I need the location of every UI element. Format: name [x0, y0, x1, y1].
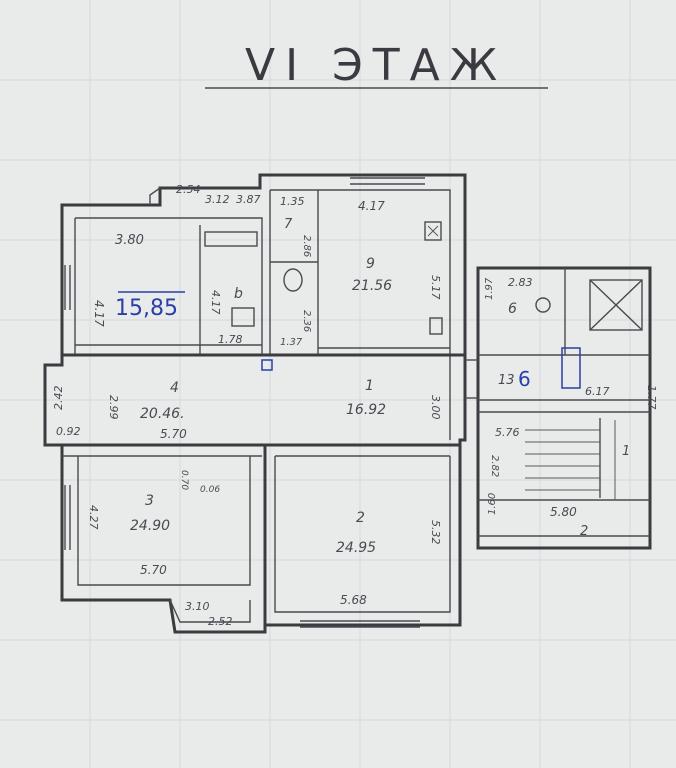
fixtures	[204, 221, 551, 335]
room-2-right-label: 2	[580, 524, 588, 539]
walls	[43, 173, 467, 634]
room-2-area: 24.95	[336, 540, 376, 556]
room-b-dim-2: 1.78	[218, 333, 243, 346]
room-3-bottom-dim-3: 0.70	[179, 470, 189, 490]
room-2-right-dim-2: 1.60	[487, 493, 498, 515]
room-6-dim-2: 1.97	[484, 277, 495, 300]
stove-icon	[424, 221, 442, 241]
room-9-top-dim-2: 5.17	[429, 275, 442, 300]
blue-box	[561, 347, 581, 389]
sink-icon	[231, 307, 255, 327]
fan-icon	[535, 297, 551, 313]
room-4-dim-2: 5.70	[160, 427, 187, 441]
room-6-dim-1: 2.83	[508, 276, 533, 289]
room-7-label: 7	[284, 217, 293, 232]
room-9-top-dim-1: 4.17	[358, 199, 385, 213]
stairs-dim-1: 5.76	[495, 426, 520, 439]
room-3-top-dim-1: 3.80	[115, 233, 144, 248]
room-9-top-label: 9	[366, 256, 375, 272]
room-3-bottom-area: 24.90	[130, 518, 170, 534]
corridor-handwritten: 6	[518, 367, 531, 391]
room-3-bottom-label: 3	[145, 493, 154, 509]
stairs-dim-2: 2.82	[489, 455, 500, 477]
room-7-dim-4: 1.37	[280, 337, 303, 348]
ext-dim-bottom-1: 3.10	[185, 600, 210, 613]
room-3-top-dim-2: 4.17	[92, 300, 106, 327]
room-b-label: b	[234, 286, 243, 302]
ext-dim-top-2: 3.12	[205, 193, 230, 206]
room-2-right-dim-1: 5.80	[550, 505, 577, 519]
corridor-label: 13	[498, 373, 515, 388]
ext-dim-left-2: 0.92	[56, 425, 81, 438]
stairs-label: 1	[622, 444, 630, 459]
ext-dim-right: 1.77	[645, 385, 658, 410]
room-3-bottom-dim-2: 5.70	[140, 563, 167, 577]
room-7-dim-3: 2.36	[301, 310, 312, 332]
room-3-bottom-dim-1: 4.27	[87, 505, 100, 530]
room-7-dim-1: 1.35	[280, 195, 305, 208]
toilet-icon	[283, 268, 303, 292]
room-2-dim-2: 5.32	[429, 520, 442, 545]
ext-dim-bottom-2: 2.52	[208, 615, 233, 628]
room-1-label: 1	[365, 378, 374, 394]
blue-marker	[261, 359, 273, 371]
room-1-dim-1: 3.00	[429, 395, 442, 420]
room-4-label: 4	[170, 380, 179, 396]
room-6-label: 6	[508, 301, 517, 317]
room-4-area: 20.46.	[140, 406, 185, 422]
ext-dim-top-1: 2.54	[176, 183, 201, 196]
right-block	[465, 266, 652, 550]
corridor-dim: 6.17	[585, 385, 610, 398]
room-2-label: 2	[356, 510, 365, 526]
bathtub-icon	[204, 231, 258, 247]
vent-icon	[429, 317, 443, 335]
room-3-bottom-dim-4: 0.06	[200, 485, 220, 495]
room-7-dim-2: 2.86	[301, 235, 312, 257]
windows	[64, 177, 425, 628]
room-2-dim-1: 5.68	[340, 593, 367, 607]
room-4-dim-1: 2.99	[107, 395, 120, 420]
room-9-top-area: 21.56	[352, 278, 392, 294]
ext-dim-left-1: 2.42	[52, 386, 65, 411]
plan-title: VI ЭТАЖ	[245, 40, 507, 91]
ext-dim-top-3: 3.87	[236, 193, 261, 206]
room-b-dim-1: 4.17	[209, 290, 222, 315]
room-3-top-area: 15,85	[115, 296, 178, 321]
room-1-area: 16.92	[346, 402, 386, 418]
